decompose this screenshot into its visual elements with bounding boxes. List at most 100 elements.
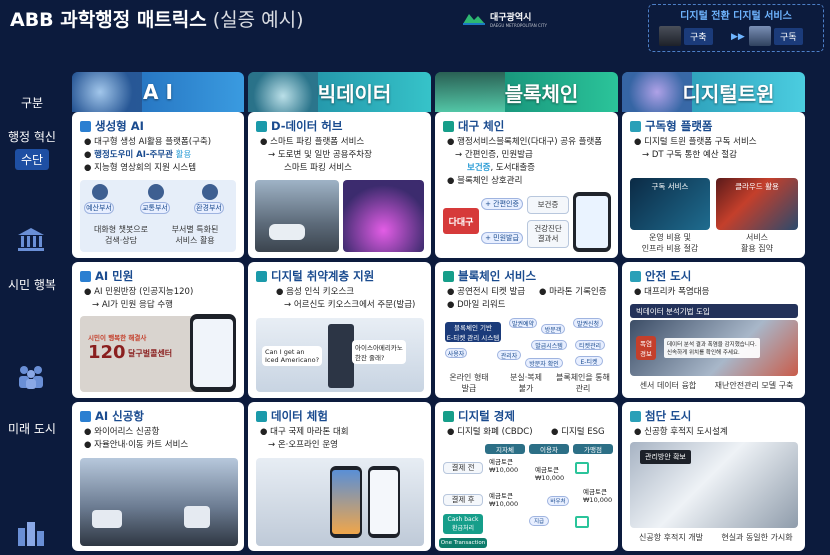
platform-icon <box>630 120 641 132</box>
panel-bc-admin: 대구 체인 ● 행정서비스블록체인(다대구) 공유 플랫폼 → 간편인증, 민원… <box>435 112 618 258</box>
ai-citizen-b1: ● AI 민원반장 (인공지능120) <box>84 287 194 297</box>
call-center-sign: 시민이 행복한 해결사 120 달구벌콜센터 <box>80 316 198 392</box>
panel-bd-citizen: 디지털 취약계층 지원 ● 음성 인식 키오스크 → 어르신도 키오스크에서 주… <box>248 262 431 398</box>
node-request: 발권신청 <box>573 318 603 328</box>
runner-icon <box>256 410 267 422</box>
ai-citizen-b2: → AI가 민원 응답 수행 <box>92 300 173 310</box>
bd-citizen-b1: ● 음성 인식 키오스크 <box>276 287 355 297</box>
node-visit-check: 방문자 확인 <box>525 358 563 368</box>
city-buildings-icon <box>16 520 46 546</box>
sign-line1: 시민이 행복한 해결사 <box>88 334 147 342</box>
head-merchant: 가맹점 <box>573 444 613 454</box>
dt-admin-img1-label: 구독 서비스 <box>651 182 689 191</box>
robot-icon <box>184 506 210 528</box>
phone-mockup <box>368 466 400 538</box>
ai-admin-cap1: 대화형 챗봇으로 검색·상담 <box>93 225 149 245</box>
panel-dt-citizen: 안전 도시 ● 대프리카 폭염대응 빅데이터 분석기법 도입 폭염 경보 데이터… <box>622 262 805 398</box>
tag-simple-auth: + 간편인증 <box>481 198 523 210</box>
dt-future-b1: ● 신공항 후적지 도시설계 <box>634 427 728 437</box>
payout-tag: 지급 <box>529 516 549 526</box>
ai-admin-b2: ● 행정도우미 AI-주무관 활용 <box>84 150 192 160</box>
bc-citizen-cap2: 분실·복제 불가 <box>510 373 542 393</box>
head-local-gov: 지자체 <box>485 444 525 454</box>
dt-build-item: 구축 <box>659 23 713 49</box>
panel-bd-future-title: 데이터 체험 <box>256 408 328 424</box>
bc-admin-b1: ● 행정서비스블록체인(다대구) 공유 플랫폼 <box>447 137 603 147</box>
panel-ai-admin-title: 생성형 AI <box>80 118 144 134</box>
bd-future-b2: → 온·오프라인 운영 <box>268 440 338 450</box>
digitaltwin-head-image <box>622 72 692 112</box>
dt-subscribe-label: 구독 <box>774 27 803 45</box>
column-blockchain: 블록체인 <box>435 72 618 112</box>
cloud-server-icon <box>749 26 771 46</box>
panel-ai-future-title: AI 신공항 <box>80 408 144 424</box>
bc-admin-b4: ● 블록체인 상호관리 <box>447 176 523 186</box>
dt-future-cap2: 현실과 동일한 가시화 <box>721 533 793 542</box>
panel-dt-admin-title: 구독형 플랫폼 <box>630 118 712 134</box>
heatwave-map: 폭염 경보 데이터 분석 결과 폭염을 감지했습니다. 신속하게 위치를 확인해… <box>630 320 798 376</box>
cashback: Cash back 환급처리 <box>443 514 483 534</box>
merchant-deposit: 예금토큰₩10,000 <box>583 488 613 504</box>
panel-bd-admin: D-데이터 허브 ● 스마트 파킹 플랫폼 서비스 → 도로변 및 일반 공용주… <box>248 112 431 258</box>
airplane-icon <box>80 410 91 422</box>
title-sub: (실증 예시) <box>212 8 304 31</box>
bubble-english: Can I get an Iced Americano? <box>262 346 323 366</box>
bc-citizen-cap3: 블록체인을 통해 관리 <box>555 373 611 393</box>
panel-bc-future: 디지털 경제 ● 디지털 화폐 (CBDC) ● 디지털 ESG 지자체 이용자… <box>435 402 618 551</box>
panel-bc-citizen: 블록체인 서비스 ● 공연전시 티켓 발급 ● 마라톤 기록인증 ● D마일 리… <box>435 262 618 398</box>
city-3d-model: 관리방안 확보 <box>630 442 798 528</box>
panel-bd-admin-title: D-데이터 허브 <box>256 118 342 134</box>
shield-icon <box>630 270 641 282</box>
bc-citizen-b2: ● 마라톤 기록인증 <box>539 287 607 297</box>
voucher-tag: 바우처 <box>547 496 569 506</box>
panel-dt-future: 첨단 도시 ● 신공항 후적지 도시설계 관리방안 확보 신공항 후적지 개발 … <box>622 402 805 551</box>
node-eticket: E-티켓 <box>575 356 603 366</box>
dt-build-label: 구축 <box>684 27 713 45</box>
panel-ai-future: AI 신공항 ● 와이어리스 신공항 ● 자율안내·이동 카트 서비스 <box>72 402 244 551</box>
dadaegu-logo: 다대구 <box>443 208 479 234</box>
dt-subscribe-item: 구독 <box>749 23 803 49</box>
people-icon <box>16 364 46 390</box>
row-admin: 행정 혁신 수단 <box>2 128 62 170</box>
ai-admin-b3: ● 지능형 영상회의 지원 시스템 <box>84 163 197 173</box>
row-future: 미래 도시 <box>8 422 56 436</box>
gov-deposit-after: 예금토큰₩10,000 <box>489 492 519 508</box>
coin-icon <box>443 410 454 422</box>
gov-deposit-before: 예금토큰₩10,000 <box>489 458 519 474</box>
car-icon <box>269 224 305 240</box>
ai-future-b1: ● 와이어리스 신공항 <box>84 427 160 437</box>
node-visitor: 방문객 <box>541 324 565 334</box>
bigdata-head-image <box>248 72 318 112</box>
management-tag: 관리방안 확보 <box>640 450 691 464</box>
phone-mockup <box>330 466 362 538</box>
bd-admin-b1: ● 스마트 파킹 플랫폼 서비스 <box>260 137 365 147</box>
dt-admin-b1: ● 디지털 트윈 플랫폼 구독 서비스 <box>634 137 757 147</box>
bd-future-b1: ● 대구 국제 마라톤 대회 <box>260 427 349 437</box>
street-parking-photo <box>255 180 339 252</box>
dt-admin-cap2: 서비스 활용 집약 <box>741 233 773 253</box>
ai-head-image <box>72 72 142 112</box>
dt-admin-img2-label: 클라우드 활용 <box>735 182 779 191</box>
bd-citizen-b2: → 어르신도 키오스크에서 주문(발급) <box>284 300 416 310</box>
basket-icon <box>575 462 589 474</box>
double-arrow-icon: ▶▶ <box>731 32 745 42</box>
government-building-icon <box>16 226 46 252</box>
pay-before: 결제 전 <box>443 462 483 474</box>
server-icon <box>659 26 681 46</box>
panel-ai-admin: 생성형 AI ● 대구형 생성 AI활용 플랫폼(구축) ● 행정도우미 AI-… <box>72 112 244 258</box>
sign-line2: 120 <box>88 342 126 363</box>
row-admin-line2: 수단 <box>14 149 50 170</box>
dt-citizen-cap1: 센서 데이터 융합 <box>639 381 697 390</box>
chip-budget: 예산부서 <box>84 202 114 214</box>
panel-dt-citizen-title: 안전 도시 <box>630 268 691 284</box>
cloud-map: 클라우드 활용 <box>716 178 798 230</box>
panel-bc-citizen-title: 블록체인 서비스 <box>443 268 536 284</box>
bd-admin-b3: 스마트 파킹 서비스 <box>284 163 352 173</box>
row-citizen: 시민 행복 <box>8 278 56 292</box>
row-gubun: 구분 <box>20 96 44 110</box>
tag-civil-doc: + 민원발급 <box>481 232 523 244</box>
kiosk-illustration: Can I get an Iced Americano? 아이스아메리카노 한잔… <box>256 318 424 392</box>
bc-citizen-b3: ● D마일 리워드 <box>447 300 506 310</box>
panel-bc-future-title: 디지털 경제 <box>443 408 515 424</box>
chat-icon <box>80 270 91 282</box>
